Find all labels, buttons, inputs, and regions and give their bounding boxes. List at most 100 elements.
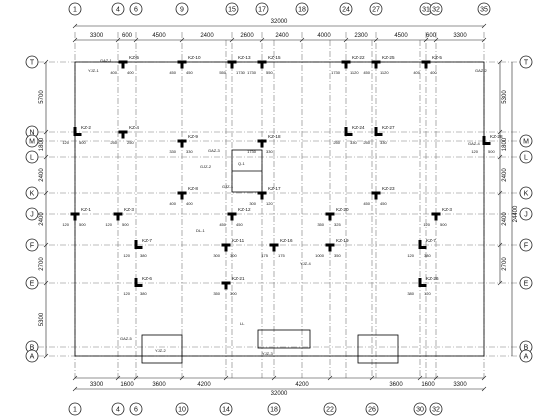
axis-bubble [25, 276, 39, 290]
dim-tick [179, 375, 185, 381]
axis-grid [38, 32, 522, 378]
column-id-label: KZ-3 [124, 207, 134, 212]
dim-tick [259, 37, 265, 43]
column-dim-b: 380 [140, 253, 147, 258]
axis-bubble [175, 402, 189, 416]
axis-label: K [30, 190, 35, 197]
dim-tick [481, 386, 487, 392]
axis-label: 22 [326, 406, 334, 413]
column-dim-a: 450 [363, 201, 370, 206]
dim-tick [373, 37, 379, 43]
axis-label: 15 [228, 6, 236, 13]
dim-top-total: 32000 [271, 19, 288, 25]
column-dim-a: 1730 [331, 70, 341, 75]
dim-tick [481, 37, 487, 43]
dim-right-segment: 2400 [502, 212, 508, 226]
dim-right-total: 24400 [513, 205, 519, 222]
dim-bottom-segment: 4200 [197, 382, 211, 388]
dim-tick [43, 59, 49, 65]
column-id-label: KZ-3 [442, 207, 452, 212]
axis-bubble [519, 150, 533, 164]
dim-bottom-segment: 3600 [389, 382, 403, 388]
dim-top-segment: 2300 [354, 33, 368, 39]
column-web [180, 60, 184, 69]
dim-tick [369, 375, 375, 381]
wall-label: GAZ-3 [208, 148, 221, 153]
axis-label: 6 [134, 406, 138, 413]
axis-bubble [25, 55, 39, 69]
axis-bubble [68, 402, 82, 416]
column-dim-b: 250 [127, 140, 134, 145]
column-dim-b: 350 [334, 253, 341, 258]
axis-bubble [25, 134, 39, 148]
column-id-label: KZ-7 [142, 238, 152, 243]
axis-label: A [30, 353, 35, 360]
dim-tick [115, 37, 121, 43]
building-outline [74, 61, 485, 357]
dim-tick [72, 23, 78, 29]
axis-label: B [524, 344, 529, 351]
axis-bubble [25, 238, 39, 252]
dim-tick [133, 375, 139, 381]
column-dim-b: 1120 [380, 70, 389, 75]
column-id-label: KZ-26 [426, 276, 439, 281]
axis-bubble [519, 276, 533, 290]
column-dim-a: 1000 [315, 253, 325, 258]
column-leg [344, 127, 348, 136]
column-dim-a: 400 [110, 70, 117, 75]
dim-left-segment: 2400 [39, 212, 45, 226]
column-web [73, 212, 77, 221]
dim-left-segment: 5300 [39, 312, 45, 326]
dim-tick [481, 23, 487, 29]
column-dim-a: 350 [213, 291, 220, 296]
column-dim-a: 330 [169, 149, 176, 154]
dim-tick [72, 386, 78, 392]
column-dim-b: 450 [380, 201, 387, 206]
column-web [374, 60, 378, 69]
axis-label: E [30, 280, 35, 287]
column-web [121, 130, 125, 139]
column-web [230, 212, 234, 221]
dim-left-segment: 5700 [39, 90, 45, 104]
dim-left-segment: 2400 [39, 168, 45, 182]
dim-tick [497, 190, 503, 196]
axis-bubble [519, 134, 533, 148]
dim-tick [497, 59, 503, 65]
column-dim-b: 400 [186, 201, 193, 206]
axis-bubble [267, 402, 281, 416]
dim-left-segment: 2700 [39, 257, 45, 271]
column-id-label: KZ-27 [382, 125, 395, 130]
column-id-label: KZ-22 [352, 55, 365, 60]
dim-tick [43, 242, 49, 248]
dim-tick [179, 37, 185, 43]
dim-tick [497, 129, 503, 135]
column-id-label: KZ-23 [382, 186, 395, 191]
column-leg [418, 278, 422, 287]
column-dim-b: 400 [127, 70, 134, 75]
column-web [230, 60, 234, 69]
column-dim-a: 120 [62, 222, 69, 227]
axis-label: 1 [73, 6, 77, 13]
column-dim-a: 350 [317, 222, 324, 227]
column-dim-b: 450 [186, 70, 193, 75]
dim-tick [481, 375, 487, 381]
column-dim-b: 330 [380, 140, 387, 145]
axis-bubble [219, 402, 233, 416]
axis-bubble [25, 186, 39, 200]
wall-label: GJZ-2 [200, 164, 212, 169]
column-dim-b: 500 [79, 140, 86, 145]
dim-tick [497, 242, 503, 248]
axis-label: 4 [116, 406, 120, 413]
axis-label: 17 [258, 6, 266, 13]
column-dim-b: 175 [278, 253, 285, 258]
